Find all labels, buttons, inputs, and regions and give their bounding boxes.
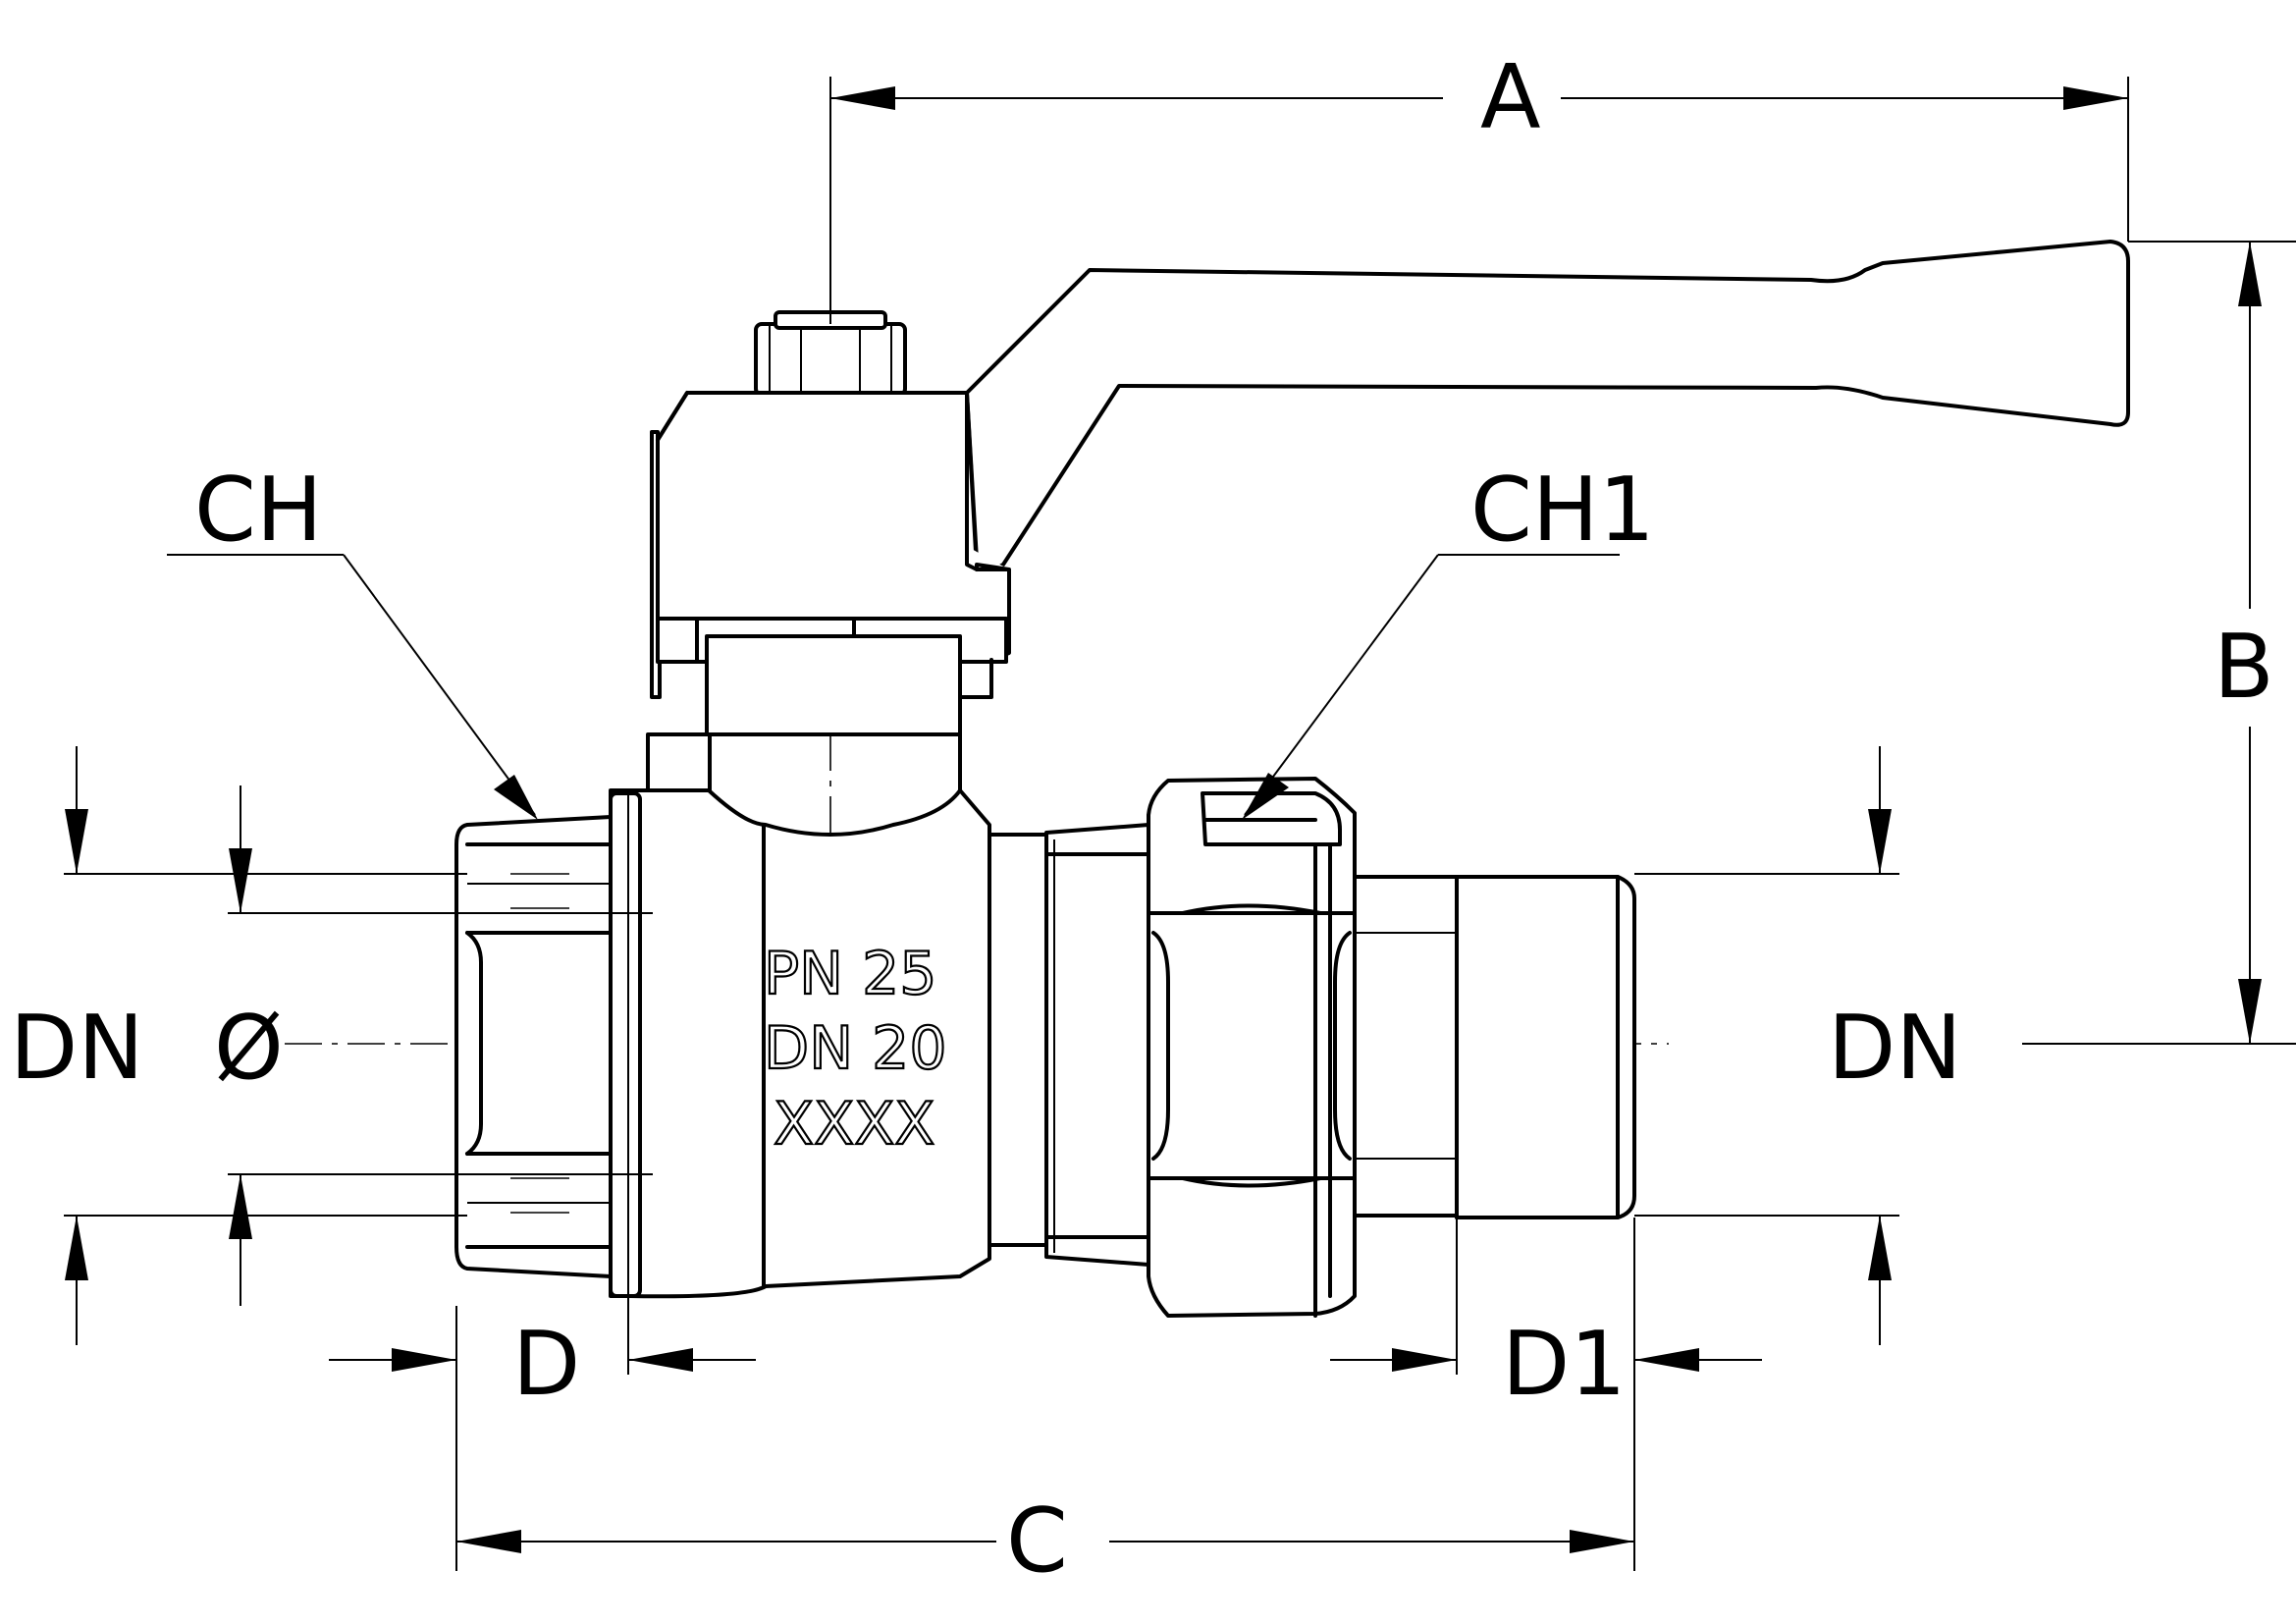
pressure-rating-text: PN 25	[764, 940, 936, 1008]
stem-neck	[646, 634, 962, 792]
ch-leader: CH	[167, 459, 538, 820]
dimension-a-label: A	[1480, 46, 1541, 149]
dimension-d: D	[329, 1296, 756, 1416]
dimension-a: A	[829, 46, 2129, 324]
stem-nut	[754, 310, 907, 397]
ch-label: CH	[194, 459, 323, 562]
dimension-b-label: B	[2214, 616, 2274, 719]
ch1-label: CH1	[1470, 459, 1655, 562]
code-marking-text: XXXX	[774, 1090, 934, 1159]
left-female-end	[454, 815, 613, 1278]
dimension-diameter: Ø	[214, 785, 653, 1306]
dimension-d-label: D	[512, 1313, 580, 1416]
dimension-d1: D1	[1330, 1218, 1762, 1416]
right-male-end	[1353, 875, 1636, 1219]
ch1-leader: CH1	[1242, 459, 1655, 820]
dimension-dn-left-label: DN	[10, 997, 144, 1100]
dimension-b: B	[2022, 241, 2296, 1045]
dimension-dn-right: DN	[1634, 746, 1962, 1345]
nominal-diameter-text: DN 20	[764, 1014, 947, 1083]
body-marking: PN 25 DN 20 XXXX	[763, 939, 948, 1160]
dimension-d1-label: D1	[1502, 1313, 1627, 1416]
valve-body	[609, 788, 991, 1299]
dimension-diameter-label: Ø	[214, 997, 284, 1100]
dimension-c-label: C	[1006, 1489, 1068, 1593]
dimension-dn-left: DN	[10, 746, 467, 1345]
union-nut	[1147, 777, 1357, 1318]
dimension-dn-right-label: DN	[1828, 997, 1962, 1100]
union-coupling	[988, 823, 1150, 1267]
dimension-c: C	[455, 1218, 1635, 1593]
